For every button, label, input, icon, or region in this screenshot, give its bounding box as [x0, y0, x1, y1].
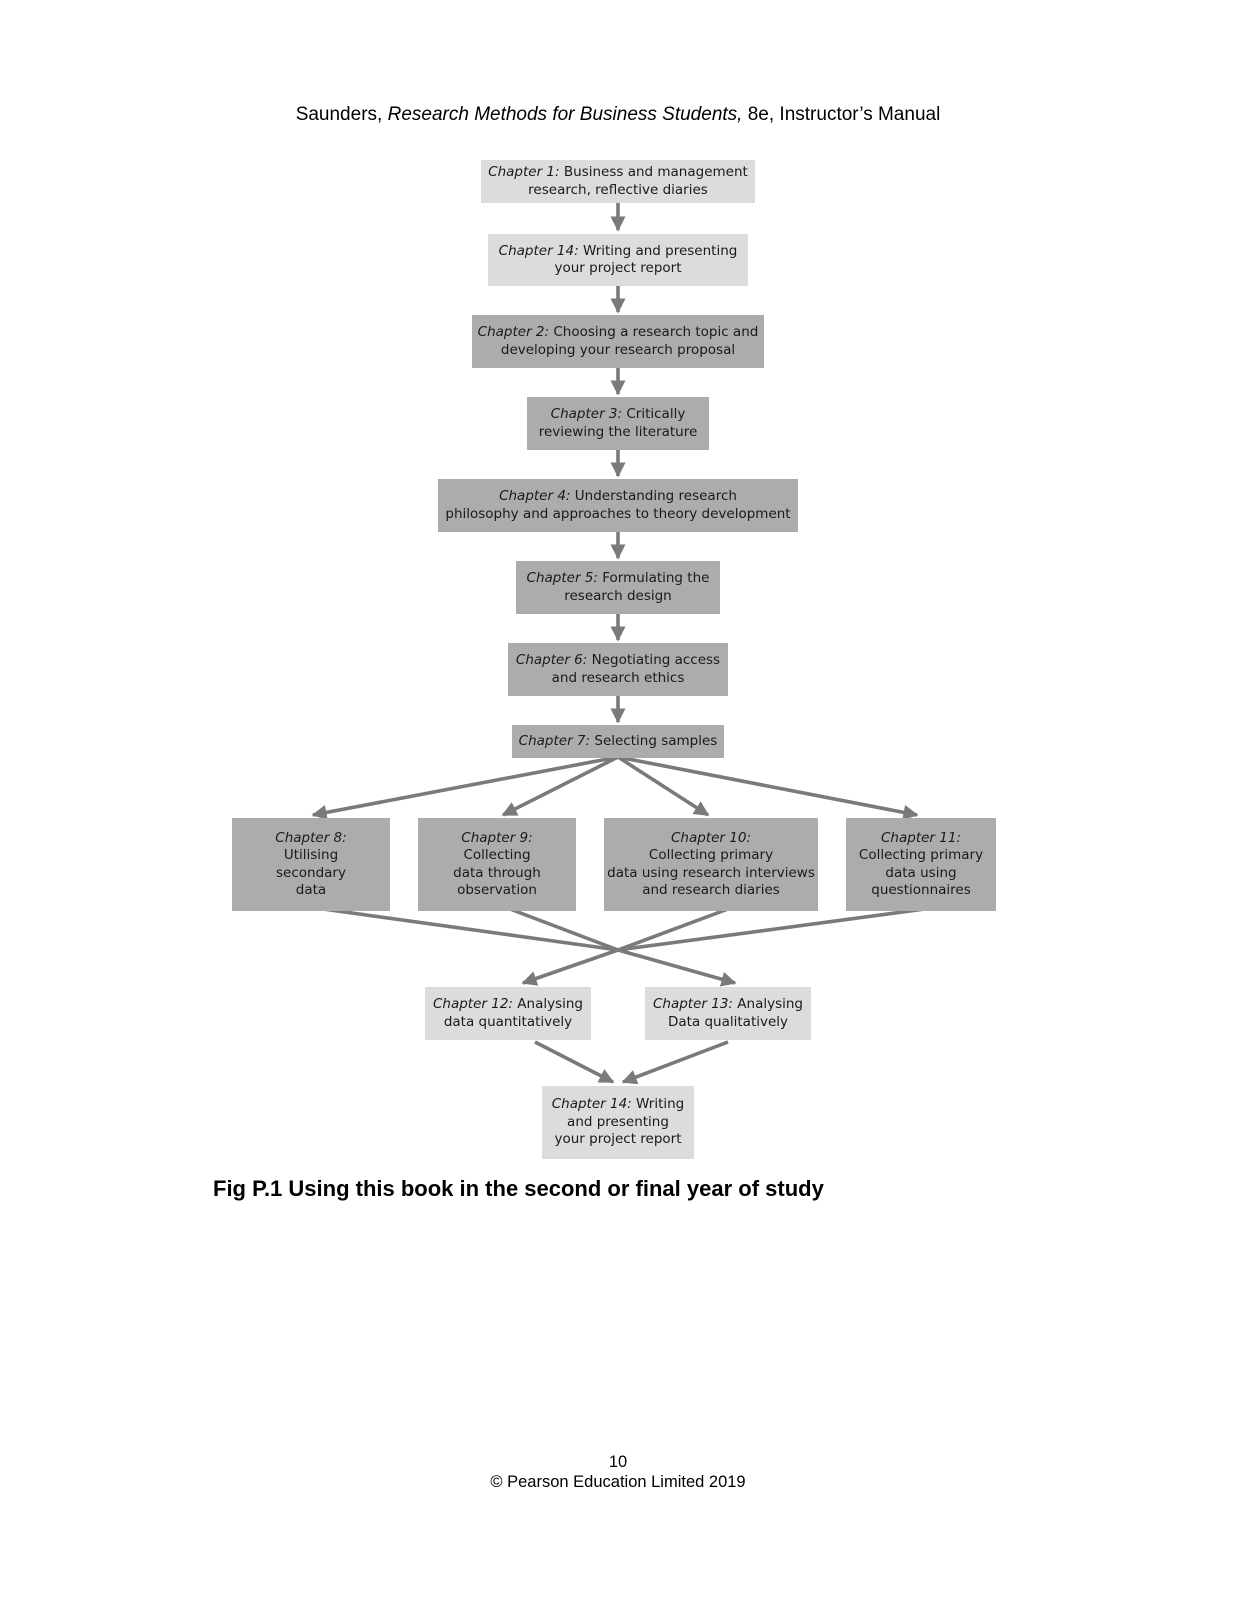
chapter-label: Chapter 3:: [550, 406, 623, 422]
chapter-11-box: Chapter 11: Collecting primary data usin…: [846, 818, 996, 911]
chapter-text: and presenting: [567, 1113, 669, 1130]
header-book-title: Research Methods for Business Students,: [387, 104, 743, 125]
chapter-label: Chapter 12:: [432, 996, 513, 1012]
chapter-text: Writing and presenting: [582, 242, 738, 259]
chapter-text: Selecting samples: [594, 732, 718, 749]
chapter-text: Writing: [636, 1096, 685, 1113]
chapter-text: Utilising: [283, 847, 339, 863]
chapter-7-box: Chapter 7: Selecting samples: [512, 725, 724, 758]
line-ch11-junction: [617, 907, 926, 952]
chapter-1-box: Chapter 1: Business and management resea…: [481, 160, 755, 203]
chapter-label: Chapter 11:: [881, 829, 961, 846]
line-ch9-junction: [509, 907, 619, 952]
chapter-13-box: Chapter 13: Analysing Data qualitatively: [645, 987, 811, 1040]
chapter-text: data using: [885, 864, 957, 881]
chapter-14-box-bottom: Chapter 14: Writing and presenting your …: [542, 1086, 694, 1159]
chapter-text: Analysing: [737, 996, 803, 1012]
chapter-text: Collecting primary: [648, 847, 774, 863]
arrow-junction-ch13: [617, 948, 737, 987]
chapter-text: Collecting: [463, 847, 531, 863]
chapter-text: Critically: [626, 406, 686, 422]
arrow-ch7-ch10: [617, 755, 710, 817]
chapter-text: research design: [564, 587, 672, 604]
chapter-text: data: [295, 882, 327, 898]
chapter-2-box: Chapter 2: Choosing a research topic and…: [472, 315, 764, 368]
chapter-text: data quantitatively: [443, 1013, 573, 1030]
chapter-text: Collecting primary: [858, 847, 984, 863]
copyright-notice: © Pearson Education Limited 2019: [490, 1473, 746, 1491]
chapter-text: data using research interviews: [607, 864, 815, 881]
chapter-4-box: Chapter 4: Understanding research philos…: [438, 479, 798, 532]
arrow-junction-ch12: [521, 948, 619, 986]
chapter-text: Analysing: [517, 996, 583, 1012]
chapter-text: research, reflective diaries: [528, 181, 708, 198]
chapter-text: Understanding research: [574, 488, 737, 504]
chapter-text: your project report: [554, 260, 682, 276]
line-ch8-junction: [322, 907, 619, 952]
chapter-label: Chapter 4:: [499, 488, 571, 504]
chapter-text: philosophy and approaches to theory deve…: [445, 505, 791, 522]
chapter-text: Negotiating access: [591, 652, 721, 668]
chapter-3-box: Chapter 3: Critically reviewing the lite…: [527, 397, 709, 450]
chapter-12-box: Chapter 12: Analysing data quantitativel…: [425, 987, 591, 1040]
chapter-text: questionnaires: [871, 882, 971, 898]
chapter-label: Chapter 13:: [652, 996, 733, 1012]
chapter-5-box: Chapter 5: Formulating the research desi…: [516, 561, 720, 614]
chapter-text: your project report: [554, 1131, 682, 1148]
chapter-text: observation: [457, 882, 537, 898]
arrow-ch7-ch11: [617, 755, 919, 820]
chapter-label: Chapter 14:: [498, 242, 579, 259]
arrow-ch7-ch9: [501, 755, 619, 817]
line-ch10-junction: [617, 907, 729, 952]
chapter-text: Choosing a research topic and: [553, 324, 759, 340]
chapter-label: Chapter 9:: [461, 829, 533, 846]
chapter-text: and research diaries: [642, 882, 780, 898]
chapter-text: secondary: [276, 864, 346, 881]
page-number: 10: [608, 1453, 628, 1471]
chapter-text: developing your research proposal: [500, 341, 736, 358]
arrow-ch13-ch14: [621, 1040, 729, 1085]
chapter-text: Data qualitatively: [667, 1013, 789, 1030]
chapter-6-box: Chapter 6: Negotiating access and resear…: [508, 643, 728, 696]
chapter-label: Chapter 8:: [275, 829, 347, 846]
arrow-ch7-ch8: [311, 755, 619, 820]
chapter-label: Chapter 1:: [488, 164, 560, 180]
chapter-text: reviewing the literature: [538, 423, 698, 440]
chapter-text: Formulating the: [602, 570, 710, 586]
chapter-text: Business and management: [563, 164, 748, 180]
chapter-label: Chapter 14:: [551, 1096, 632, 1113]
arrow-ch12-ch14: [534, 1040, 615, 1084]
chapter-label: Chapter 5:: [526, 570, 598, 586]
chapter-label: Chapter 2:: [477, 324, 550, 340]
chapter-label: Chapter 7:: [518, 732, 591, 749]
header-author: Saunders,: [295, 104, 383, 125]
page-header: Saunders, Research Methods for Business …: [0, 104, 1236, 126]
figure-caption: Fig P.1 Using this book in the second or…: [213, 1176, 824, 1201]
chapter-10-box: Chapter 10: Collecting primary data usin…: [604, 818, 818, 911]
chapter-text: data through: [453, 864, 541, 881]
chapter-14-box-top: Chapter 14: Writing and presenting your …: [488, 234, 748, 286]
chapter-8-box: Chapter 8: Utilising secondary data: [232, 818, 390, 911]
chapter-9-box: Chapter 9: Collecting data through obser…: [418, 818, 576, 911]
chapter-label: Chapter 10:: [671, 829, 751, 846]
header-edition: 8e, Instructor’s Manual: [747, 104, 941, 125]
chapter-label: Chapter 6:: [515, 652, 588, 668]
chapter-text: and research ethics: [551, 669, 685, 686]
